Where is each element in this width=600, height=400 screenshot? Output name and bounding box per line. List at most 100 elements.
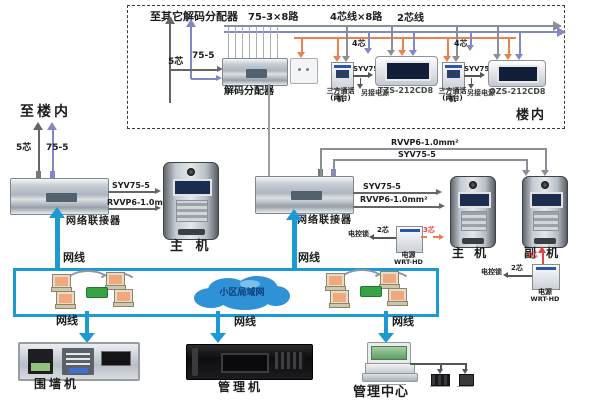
arrow-down-icon [210, 333, 226, 343]
network-connector-2 [255, 176, 354, 214]
lock-label: 电控锁 [348, 230, 369, 238]
wire-3core [421, 236, 439, 238]
to-building-label: 至楼内 [20, 104, 71, 120]
arrow-right-icon [155, 188, 161, 194]
arrow-left-icon [503, 272, 508, 278]
building-dashed-box [127, 5, 565, 129]
power-supply-2 [532, 264, 560, 290]
door-station-main-2 [450, 176, 496, 248]
wall-unit-label: 围墙机 [34, 377, 80, 391]
wire-label-syv75-5: SYV75-5 [363, 182, 401, 191]
fine-print [457, 386, 473, 387]
arrow-down-icon [357, 84, 363, 89]
network-connector-1-label: 网络联接器 [66, 216, 121, 227]
drop-wire [497, 27, 499, 54]
power-drop-wire [360, 78, 361, 85]
arrow-down-icon [387, 50, 395, 56]
ribbon-wire [249, 27, 250, 58]
indoor-monitor-tzs [375, 56, 438, 86]
door-station-sub-label: 副 机 [524, 246, 562, 260]
cable-to-wall-unit [85, 311, 89, 335]
decoder-label: 解码分配器 [224, 86, 274, 97]
wire-rvvp-route [545, 148, 547, 172]
door-station-main-2-label: 主 机 [452, 246, 490, 260]
management-center-label: 管理中心 [353, 385, 410, 400]
drop-wire [447, 39, 449, 56]
wire-rvvp-route [320, 148, 322, 176]
fine-print [364, 381, 410, 382]
door-station-main-1-label: 主 机 [170, 239, 213, 254]
peripheral-device-icon [431, 374, 450, 386]
arrow-down-icon [398, 50, 406, 56]
arrow-up-icon [165, 16, 175, 24]
monitor-label-tzs: TZS-212CD8 [378, 86, 434, 95]
wire-label-4core-1: 4芯 [352, 39, 366, 48]
lock-label: 电控锁 [481, 268, 502, 276]
bus-label-2core: 2芯线 [397, 13, 424, 24]
arrow-down-icon [541, 170, 549, 176]
wire-label-2core: 2芯 [511, 264, 523, 272]
power-supply-2-model: WRT-HD [530, 295, 560, 303]
lan-cloud-label: 小区局域网 [219, 288, 265, 298]
wire-syv-route [526, 159, 528, 172]
drop-wire [470, 33, 472, 47]
wire-up-75-5 [52, 130, 54, 178]
drop-wire [508, 39, 510, 54]
arrow-right-icon [436, 189, 442, 195]
junction-box [290, 58, 318, 84]
intercom-adapter-2 [442, 62, 465, 90]
drop-wire [456, 27, 458, 56]
arrow-down-icon [504, 54, 512, 60]
arrow-down-icon [333, 56, 341, 62]
wire-label-rvvp: RVVP6-1.0mm² [107, 198, 175, 207]
wire-lock [374, 237, 396, 239]
power-drop-wire [471, 78, 472, 85]
fine-print [368, 384, 406, 385]
wire-label-3core: 3芯 [526, 251, 538, 259]
wire-up-5core [38, 130, 40, 178]
bus-4core [294, 37, 516, 39]
arrow-up-icon [47, 122, 57, 130]
wire-syv75-3 [464, 75, 480, 77]
arrow-down-icon [522, 170, 530, 176]
drop-wire [301, 39, 303, 52]
camera-icon [469, 181, 477, 190]
wire-label-5core: 5芯 [168, 57, 184, 67]
monitor-label-ozs: OZS-212CD8 [489, 87, 546, 96]
drop-wire [402, 39, 404, 50]
wire-syv [108, 191, 155, 193]
cable-label: 网线 [56, 314, 78, 327]
manager-unit-label: 管理机 [218, 380, 264, 394]
power-supply-1 [396, 226, 423, 253]
wire-syv75-3 [353, 75, 368, 77]
ribbon-wire [263, 27, 264, 58]
computer-network-icon [324, 269, 424, 309]
arrow-right-icon [439, 234, 444, 240]
connector-stub [36, 171, 41, 178]
arrow-up-icon [186, 19, 196, 27]
cable-label: 网线 [63, 251, 85, 264]
wire-syv-route [333, 159, 335, 176]
drop-wire [391, 27, 393, 50]
camera-icon [187, 167, 195, 176]
arrow-down-icon [297, 52, 305, 58]
power-supply-1-model: WRT-HD [394, 258, 423, 266]
management-pc-monitor [367, 342, 411, 364]
ribbon-wire [242, 27, 243, 58]
drop-wire [519, 33, 521, 54]
wire-syv [353, 192, 436, 194]
wire-3core [542, 253, 544, 264]
wire-label-syv75-5: SYV75-5 [398, 150, 436, 159]
cable-to-manager-unit [216, 311, 220, 335]
wire-label-4core-2: 4芯 [454, 39, 468, 48]
door-station-main-1 [163, 162, 219, 240]
ribbon-wire [270, 27, 271, 58]
connector-stub [50, 171, 55, 178]
drop-wire [368, 33, 370, 49]
wire-label-syv75-3: SYV75-3 [353, 65, 387, 73]
arrow-left-icon [369, 234, 374, 240]
door-station-sub [522, 176, 568, 248]
ribbon-wire [256, 27, 257, 58]
bus-label-4core: 4芯线×8路 [330, 12, 383, 23]
wire-5core-stub [170, 69, 217, 71]
